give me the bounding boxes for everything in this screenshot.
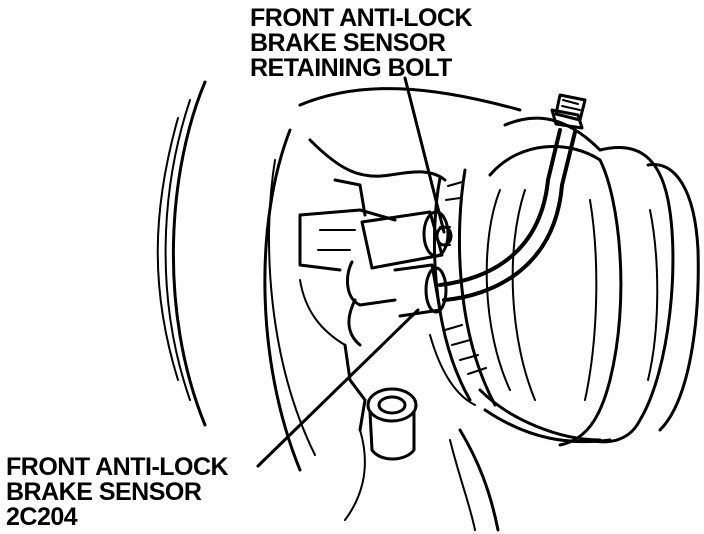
brake-rotor xyxy=(263,87,522,472)
tone-ring xyxy=(429,168,497,407)
callout-sensor-line-2: BRAKE SENSOR xyxy=(6,478,202,506)
leader-retaining-bolt xyxy=(403,76,446,234)
cv-boot xyxy=(478,116,700,447)
leader-sensor xyxy=(256,308,420,468)
callout-retaining-bolt-line-2: BRAKE SENSOR xyxy=(250,29,446,57)
leader-lines xyxy=(256,76,446,468)
lower-stud xyxy=(344,387,500,532)
steering-knuckle xyxy=(298,138,447,432)
callout-sensor: FRONT ANTI-LOCK BRAKE SENSOR 2C204 xyxy=(6,453,229,531)
callout-retaining-bolt-line-3: RETAINING BOLT xyxy=(250,54,452,82)
callout-retaining-bolt: FRONT ANTI-LOCK BRAKE SENSOR RETAINING B… xyxy=(250,4,473,82)
callout-sensor-line-3: 2C204 xyxy=(6,503,78,531)
wheel-rim xyxy=(156,80,207,427)
callout-sensor-line-1: FRONT ANTI-LOCK xyxy=(6,453,229,481)
sensor-cable xyxy=(438,93,587,302)
callout-retaining-bolt-line-1: FRONT ANTI-LOCK xyxy=(250,4,473,32)
